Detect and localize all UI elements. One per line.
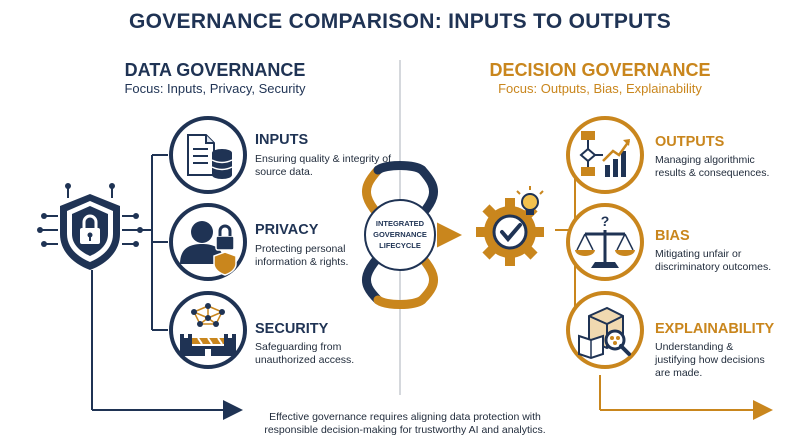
balance-scale-icon: ? <box>566 203 644 281</box>
privacy-desc: Protecting personal information & rights… <box>255 243 349 268</box>
flowchart-growth-icon <box>566 116 644 194</box>
footer-note: Effective governance requires aligning d… <box>264 411 546 436</box>
security-desc: Safeguarding from unauthorized access. <box>255 341 355 366</box>
data-governance-focus: Focus: Inputs, Privacy, Security <box>124 81 306 96</box>
security-title: SECURITY <box>255 321 329 337</box>
data-governance-title: DATA GOVERNANCE <box>124 60 306 80</box>
shield-lock-circuit-icon <box>37 183 143 270</box>
explainability-title: EXPLAINABILITY <box>655 321 775 337</box>
decision-governance-title: DECISION GOVERNANCE <box>489 60 711 80</box>
decision-governance-focus: Focus: Outputs, Bias, Explainability <box>498 81 702 96</box>
integrated-lifecycle-icon <box>361 161 439 309</box>
center-label-line1: INTEGRATED <box>376 219 425 228</box>
center-label-line2: GOVERNANCE <box>373 230 427 239</box>
bias-desc: Mitigating unfair or discriminatory outc… <box>655 248 772 273</box>
outputs-title: OUTPUTS <box>655 134 725 150</box>
gear-check-lightbulb-icon <box>476 186 544 266</box>
inputs-title: INPUTS <box>255 132 309 148</box>
network-castle-icon <box>169 291 247 369</box>
explainability-desc: Understanding & justifying how decisions… <box>655 341 765 379</box>
center-label-line3: LIFECYCLE <box>379 241 421 250</box>
page-title: GOVERNANCE COMPARISON: INPUTS TO OUTPUTS <box>128 10 672 33</box>
inputs-desc: Ensuring quality & integrity of source d… <box>255 153 391 178</box>
bias-title: BIAS <box>655 228 690 244</box>
outputs-desc: Managing algorithmic results & consequen… <box>655 154 770 179</box>
left-connectors <box>91 154 243 420</box>
person-lock-icon <box>169 203 247 281</box>
box-magnifier-icon <box>566 291 644 369</box>
privacy-title: PRIVACY <box>255 222 319 238</box>
svg-text:?: ? <box>601 213 610 229</box>
document-database-icon <box>169 116 247 194</box>
